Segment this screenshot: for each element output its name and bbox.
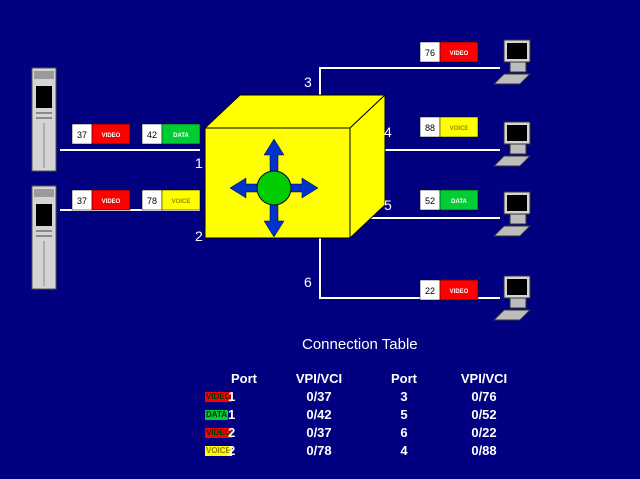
cell-right-3: 52 DATA <box>419 189 479 211</box>
cell-right-1-type: VIDEO <box>450 51 469 57</box>
cell-left-top-1-vci: 37 <box>77 130 87 140</box>
port-label-2: 2 <box>195 228 203 244</box>
cell-left-bottom-1-payload <box>91 189 131 211</box>
cell-out-port: 3 <box>400 389 408 404</box>
workstation-icon-port-6 <box>492 275 532 321</box>
row-type-tag: VIDEO <box>205 428 232 438</box>
cell-right-4-payload <box>439 279 479 301</box>
cell-in-port: 2 <box>228 443 236 458</box>
port-label-5: 5 <box>384 197 392 213</box>
table-title: Connection Table <box>302 336 418 353</box>
cell-left-top-2-payload <box>161 123 201 145</box>
header-out-port: Port <box>391 371 417 386</box>
cell-right-3-type: DATA <box>451 199 467 205</box>
header-in-port: Port <box>231 371 257 386</box>
cell-right-4-vci: 22 <box>425 286 435 296</box>
four-way-arrows-icon <box>229 138 319 238</box>
cell-right-1-vci: 76 <box>425 48 435 58</box>
cell-left-bottom-2-vci: 78 <box>147 196 157 206</box>
cell-out-port: 6 <box>400 425 408 440</box>
port-label-4: 4 <box>384 124 392 140</box>
port-label-3: 3 <box>304 74 312 90</box>
server-icon-top <box>31 67 57 172</box>
atm-switch <box>203 93 387 240</box>
row-type-tag: VOICE <box>205 446 232 456</box>
cell-left-bottom-1-type: VIDEO <box>102 199 121 205</box>
cell-in-vpivci: 0/78 <box>306 443 332 458</box>
cell-right-2-vci: 88 <box>425 123 435 133</box>
cell-left-bottom-2: 78 VOICE <box>141 189 201 211</box>
cell-out-port: 5 <box>400 407 408 422</box>
port-label-1: 1 <box>195 155 203 171</box>
workstation-icon-port-3 <box>492 39 532 85</box>
cell-in-vpivci: 0/37 <box>306 425 332 440</box>
switch-hub-icon <box>256 170 292 206</box>
cell-right-2-payload <box>439 116 479 138</box>
cell-right-4: 22 VIDEO <box>419 279 479 301</box>
cell-left-top-2-vci: 42 <box>147 130 157 140</box>
cell-left-top-1-type: VIDEO <box>102 133 121 139</box>
cell-out-port: 4 <box>400 443 408 458</box>
cell-out-vpivci: 0/22 <box>471 425 497 440</box>
server-icon-bottom <box>31 185 57 290</box>
cell-right-1-payload <box>439 41 479 63</box>
cell-left-bottom-1-vci: 37 <box>77 196 87 206</box>
cell-left-top-2: 42 DATA <box>141 123 201 145</box>
cell-in-vpivci: 0/42 <box>306 407 332 422</box>
row-type-tag: VIDEO <box>205 392 232 402</box>
cell-left-bottom-2-payload <box>161 189 201 211</box>
workstation-icon-port-5 <box>492 191 532 237</box>
cell-right-3-vci: 52 <box>425 196 435 206</box>
port-label-6: 6 <box>304 274 312 290</box>
cell-in-port: 2 <box>228 425 236 440</box>
header-in-vpivci: VPI/VCI <box>295 371 343 386</box>
cell-left-top-1: 37 VIDEO <box>71 123 131 145</box>
cell-left-bottom-1: 37 VIDEO <box>71 189 131 211</box>
cell-right-1: 76 VIDEO <box>419 41 479 63</box>
cell-left-top-2-type: DATA <box>173 133 189 139</box>
cell-right-2-type: VOICE <box>450 126 469 132</box>
cell-right-3-payload <box>439 189 479 211</box>
cell-left-bottom-2-type: VOICE <box>172 199 191 205</box>
cell-out-vpivci: 0/52 <box>471 407 497 422</box>
cell-in-port: 1 <box>228 407 236 422</box>
header-out-vpivci: VPI/VCI <box>460 371 508 386</box>
workstation-icon-port-4 <box>492 121 532 167</box>
row-type-tag: DATA <box>205 410 229 420</box>
cell-left-top-1-payload <box>91 123 131 145</box>
cell-right-4-type: VIDEO <box>450 289 469 295</box>
cell-in-vpivci: 0/37 <box>306 389 332 404</box>
cell-right-2: 88 VOICE <box>419 116 479 138</box>
cell-out-vpivci: 0/88 <box>471 443 497 458</box>
cell-in-port: 1 <box>228 389 236 404</box>
cell-out-vpivci: 0/76 <box>471 389 497 404</box>
